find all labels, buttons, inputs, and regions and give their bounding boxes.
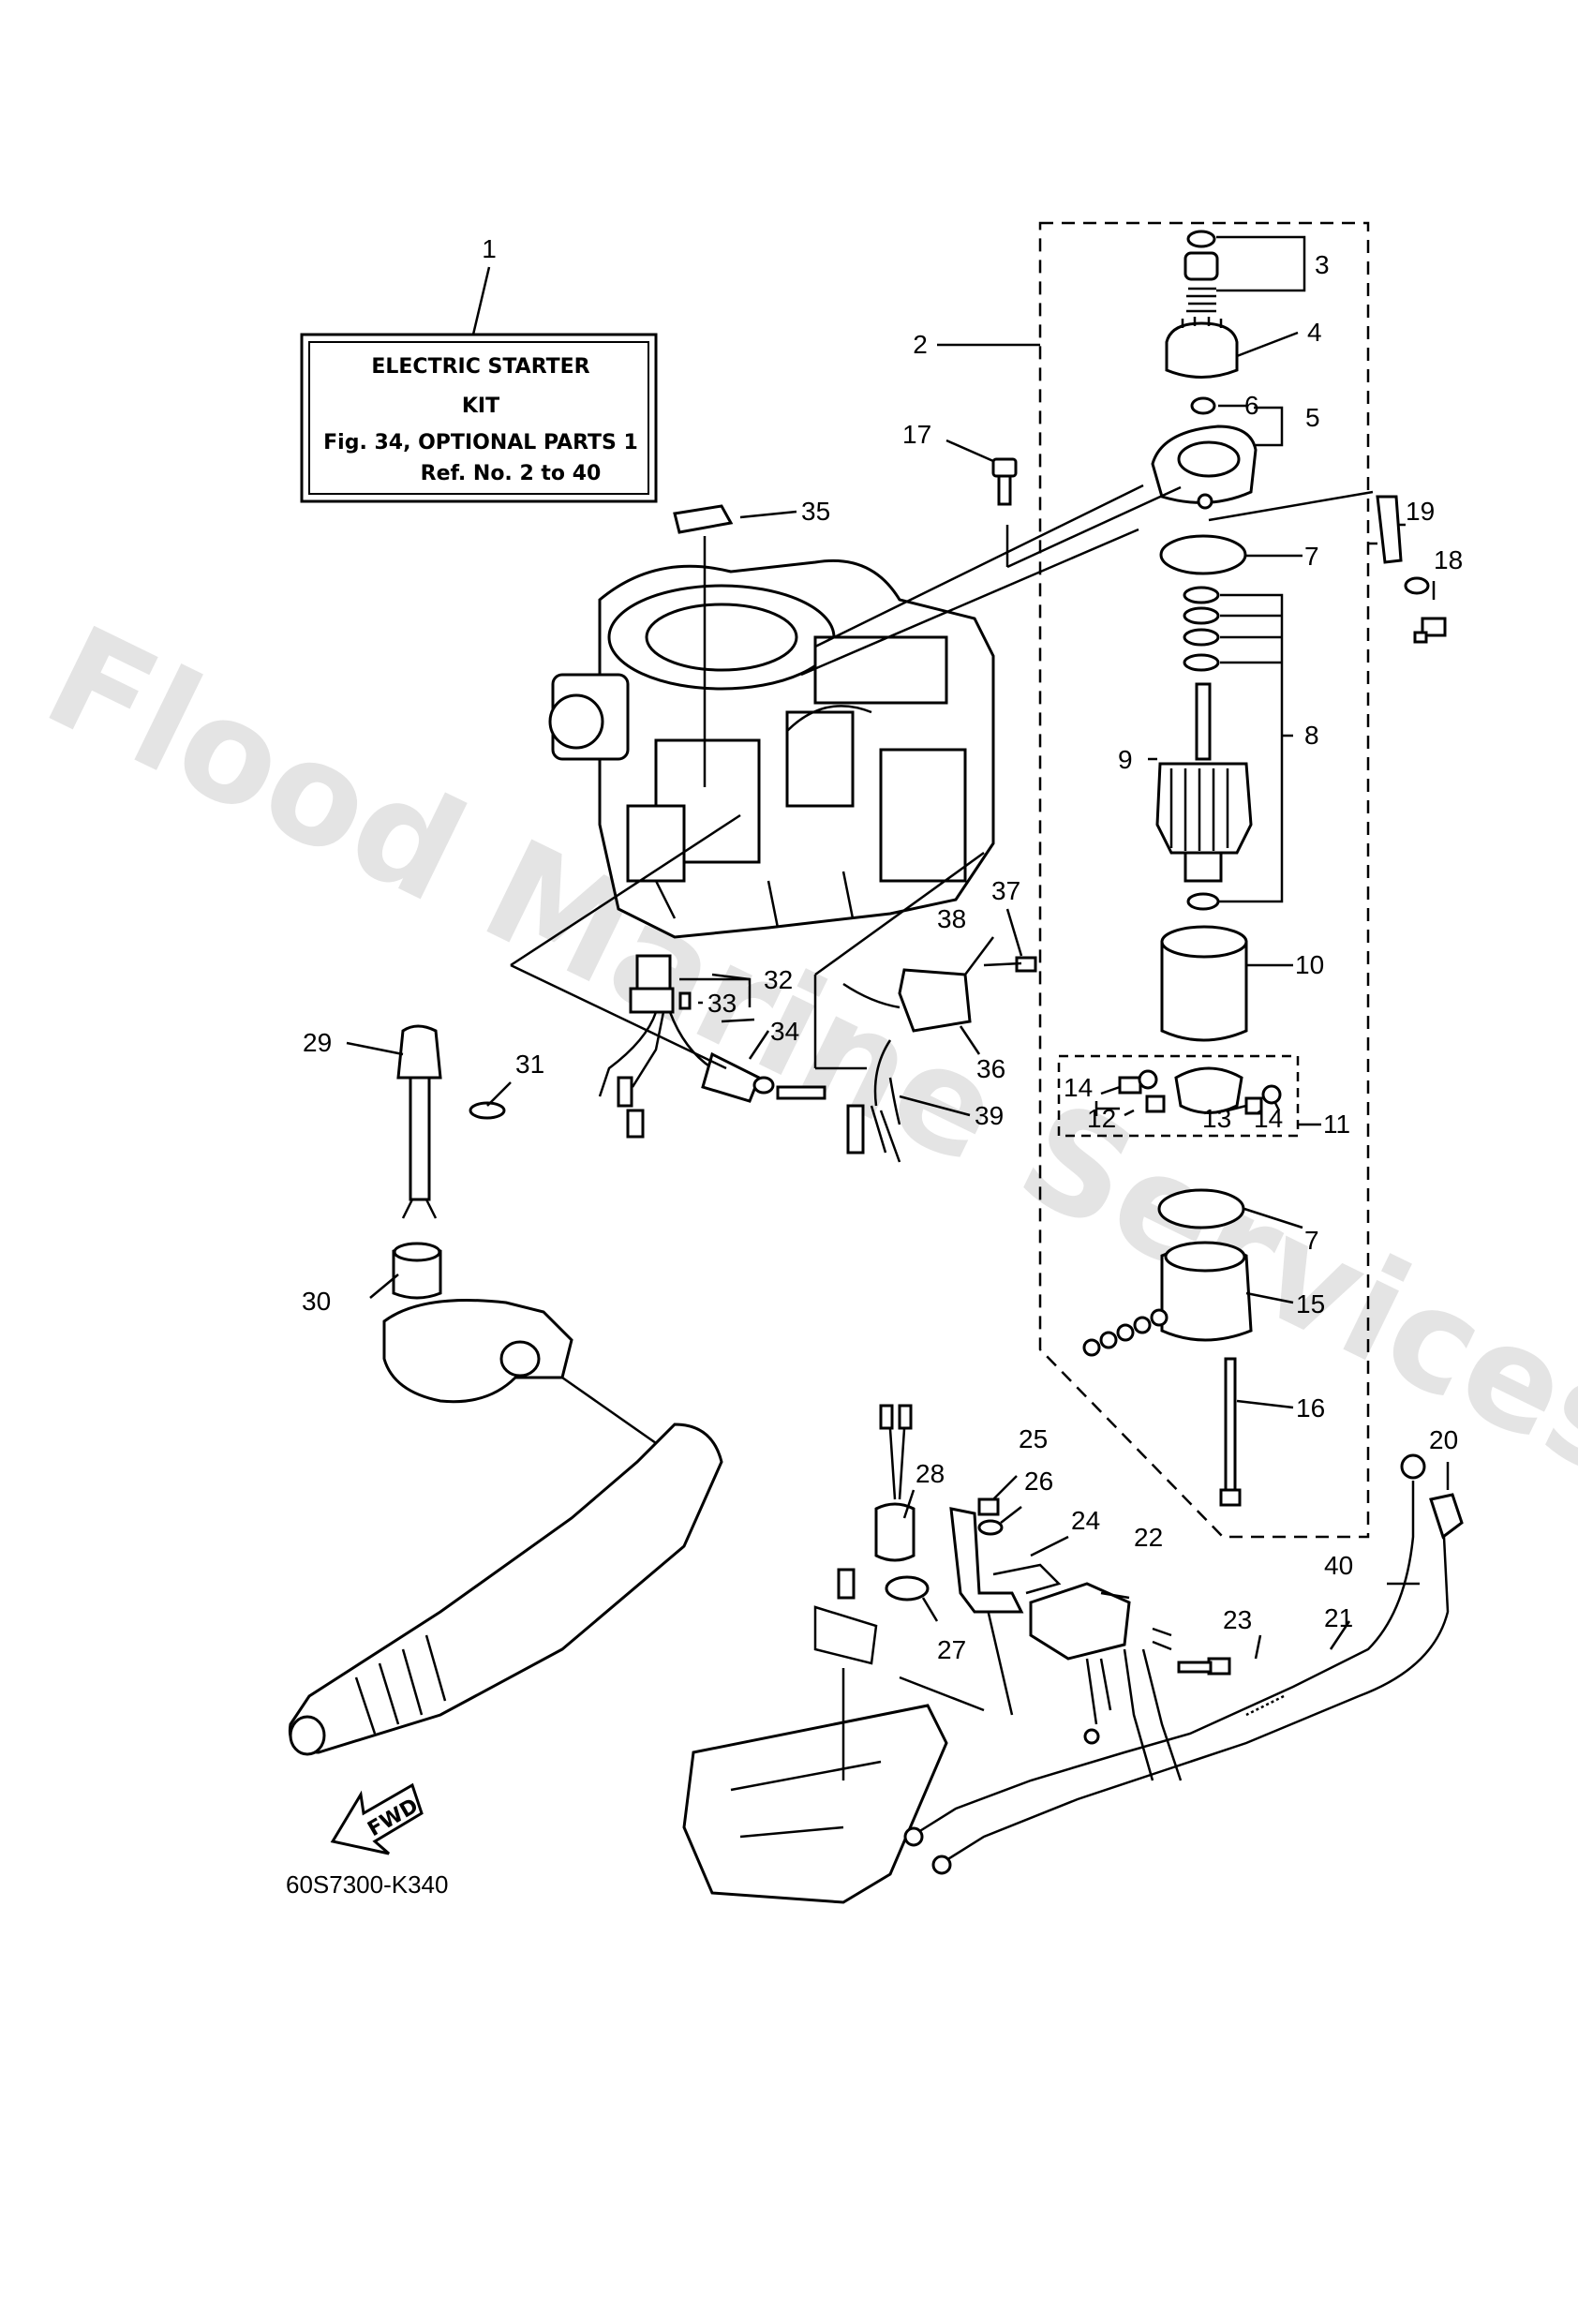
callout-16: 16 — [1296, 1393, 1325, 1423]
callout-31: 31 — [515, 1050, 544, 1079]
callout-8: 8 — [1304, 721, 1319, 750]
callout-2: 2 — [913, 330, 928, 359]
callout-20: 20 — [1429, 1425, 1458, 1454]
info-box-ref-range: Ref. No. 2 to 40 — [421, 462, 602, 485]
starter-motor-stack — [1057, 230, 1300, 1507]
module-36-39 — [813, 851, 1037, 1163]
fwd-arrow-icon: FWD — [330, 1782, 424, 1855]
callout-9: 9 — [1118, 745, 1133, 774]
leader-lines — [346, 235, 1450, 1660]
callout-38: 38 — [937, 904, 966, 933]
callout-34: 34 — [770, 1017, 799, 1046]
callout-4: 4 — [1307, 318, 1322, 347]
starter-lead-line — [800, 528, 1139, 677]
part-35 — [673, 504, 797, 787]
callout-30: 30 — [302, 1287, 331, 1316]
callout-27: 27 — [937, 1635, 966, 1664]
tiller-handle — [288, 1299, 723, 1756]
callout-10: 10 — [1295, 950, 1324, 979]
callout-5: 5 — [1305, 403, 1320, 432]
callout-32: 32 — [764, 965, 793, 994]
callout-numbers: 1 2 3 4 5 6 7 8 9 10 11 12 13 14 14 7 15… — [302, 234, 1463, 1664]
callout-13: 13 — [1202, 1104, 1231, 1133]
callout-7b: 7 — [1304, 1226, 1319, 1255]
callout-18: 18 — [1434, 545, 1463, 574]
info-box-figure-ref: Fig. 34, OPTIONAL PARTS 1 — [323, 431, 638, 454]
bolt-18-washer-19 — [1208, 490, 1447, 644]
sensor-28 — [874, 1404, 930, 1601]
callout-26: 26 — [1024, 1467, 1053, 1496]
callout-40: 40 — [1324, 1551, 1353, 1580]
callout-29: 29 — [303, 1028, 332, 1057]
callout-12: 12 — [1087, 1104, 1116, 1133]
callout-39: 39 — [975, 1101, 1004, 1130]
info-box-subtitle: KIT — [462, 395, 499, 418]
callout-33: 33 — [707, 989, 737, 1018]
bracket-24 — [949, 1497, 1062, 1614]
callout-36: 36 — [976, 1054, 1005, 1083]
callout-37: 37 — [991, 876, 1020, 905]
drawing-code: 60S7300-K340 — [286, 1870, 448, 1899]
battery-cables — [903, 1453, 1464, 1875]
callout-14a: 14 — [1064, 1073, 1093, 1102]
callout-14b: 14 — [1254, 1104, 1283, 1133]
callout-11: 11 — [1323, 1110, 1350, 1139]
callout-15: 15 — [1296, 1289, 1325, 1318]
callout-25: 25 — [1019, 1424, 1048, 1453]
bolt-17 — [945, 439, 1182, 569]
engine-block — [548, 559, 995, 939]
callout-28: 28 — [916, 1459, 945, 1488]
callout-35: 35 — [801, 497, 830, 526]
callout-1: 1 — [482, 234, 497, 263]
switch-29 — [392, 1024, 506, 1300]
info-box: ELECTRIC STARTER KIT Fig. 34, OPTIONAL P… — [300, 266, 658, 503]
callout-6: 6 — [1244, 391, 1259, 420]
callout-19: 19 — [1406, 497, 1435, 526]
harness-32-34 — [510, 813, 826, 1139]
callout-24: 24 — [1071, 1506, 1100, 1535]
callout-3: 3 — [1315, 250, 1330, 279]
relay-22 — [1029, 1582, 1231, 1745]
callout-23: 23 — [1223, 1605, 1252, 1634]
callout-17: 17 — [902, 420, 931, 449]
bottom-cowling — [682, 1568, 1014, 1904]
callout-21: 21 — [1324, 1603, 1353, 1632]
callout-22: 22 — [1134, 1523, 1163, 1552]
starter-assembly-boundary — [1038, 221, 1370, 1539]
callout-7a: 7 — [1304, 542, 1319, 571]
info-box-title: ELECTRIC STARTER — [371, 355, 589, 379]
